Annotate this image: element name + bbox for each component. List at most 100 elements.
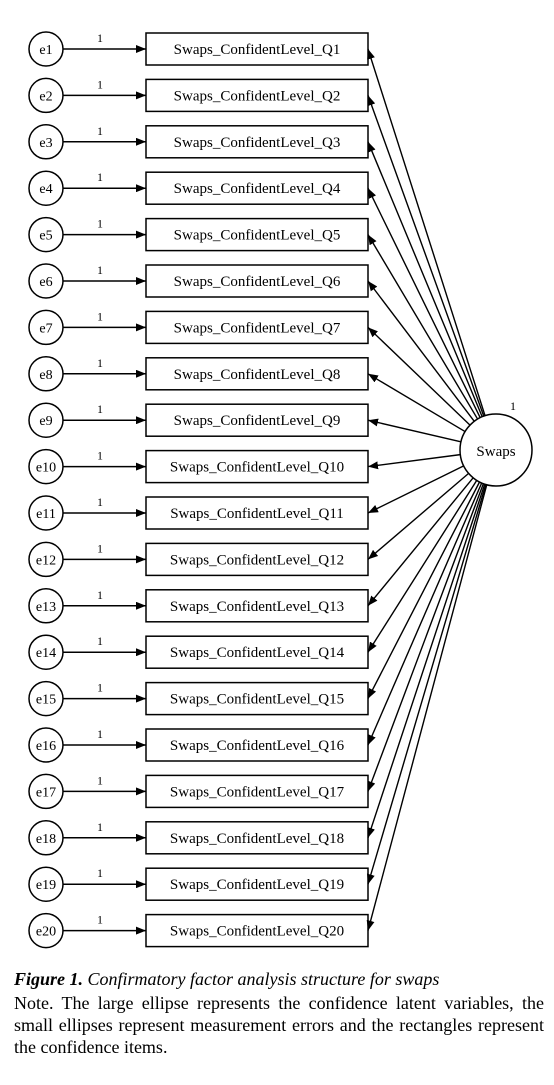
factor-loading-arrow — [367, 477, 474, 607]
item-box — [145, 78, 369, 113]
factor-loading-arrow — [367, 482, 483, 746]
error-label: e4 — [39, 182, 52, 197]
latent-variance-label: 1 — [510, 399, 516, 413]
item-label: Swaps_ConfidentLevel_Q14 — [170, 645, 345, 661]
error-path-loading: 1 — [97, 356, 103, 370]
factor-loading-arrow — [367, 418, 462, 443]
item-box — [145, 913, 369, 948]
error-path-loading: 1 — [97, 541, 103, 555]
error-path-loading: 1 — [97, 773, 103, 787]
factor-loading-arrow — [367, 280, 475, 422]
factor-loading-arrow — [367, 481, 481, 699]
item-label: Swaps_ConfidentLevel_Q13 — [170, 599, 344, 615]
item-label: Swaps_ConfidentLevel_Q4 — [174, 181, 341, 197]
item-label: Swaps_ConfidentLevel_Q11 — [170, 506, 344, 522]
item-box — [145, 496, 369, 530]
error-label: e3 — [39, 136, 52, 151]
item-box — [145, 542, 369, 577]
item-box — [145, 821, 369, 855]
error-path-loading: 1 — [97, 820, 103, 834]
latent-variable: Swaps 1 — [459, 399, 533, 487]
item-label: Swaps_ConfidentLevel_Q7 — [174, 320, 341, 336]
factor-loading-arrow — [367, 234, 479, 420]
cfa-path-diagram: e11Swaps_ConfidentLevel_Q1e21Swaps_Confi… — [28, 31, 533, 949]
error-path-loading: 1 — [97, 124, 103, 138]
error-label: e10 — [36, 461, 56, 476]
figure-caption: Figure 1. Confirmatory factor analysis s… — [14, 968, 544, 1058]
factor-loading-arrow — [367, 187, 481, 418]
factor-loading-arrow — [367, 483, 485, 792]
latent-variable-label: Swaps — [476, 444, 515, 460]
item-label: Swaps_ConfidentLevel_Q3 — [174, 135, 341, 151]
factor-loading-arrow — [367, 483, 486, 839]
error-path-loading: 1 — [97, 77, 103, 91]
error-label: e15 — [36, 693, 56, 708]
error-path-loading: 1 — [97, 263, 103, 277]
item-label: Swaps_ConfidentLevel_Q9 — [174, 413, 341, 429]
error-label: e9 — [39, 414, 52, 429]
item-box — [145, 32, 369, 66]
item-label: Swaps_ConfidentLevel_Q19 — [170, 877, 344, 893]
error-label: e17 — [36, 785, 56, 800]
item-label: Swaps_ConfidentLevel_Q8 — [174, 367, 341, 383]
factor-loading-arrow — [367, 453, 461, 470]
item-label: Swaps_ConfidentLevel_Q16 — [170, 738, 345, 754]
error-path-loading: 1 — [97, 727, 103, 741]
error-path-loading: 1 — [97, 217, 103, 231]
item-label: Swaps_ConfidentLevel_Q15 — [170, 692, 344, 708]
item-box — [145, 403, 369, 437]
figure-label: Figure 1. — [14, 969, 84, 989]
error-label: e8 — [39, 368, 52, 383]
figure-title: Confirmatory factor analysis structure f… — [87, 969, 440, 989]
figure-note: Note. The large ellipse represents the c… — [14, 993, 544, 1057]
error-path-loading: 1 — [97, 449, 103, 463]
item-label: Swaps_ConfidentLevel_Q10 — [170, 460, 344, 476]
error-label: e12 — [36, 553, 56, 568]
item-label: Swaps_ConfidentLevel_Q12 — [170, 552, 344, 568]
item-label: Swaps_ConfidentLevel_Q20 — [170, 924, 344, 940]
item-box — [145, 217, 369, 252]
factor-loading-arrow — [367, 465, 465, 514]
error-label: e14 — [36, 646, 56, 661]
item-box — [145, 125, 369, 159]
item-label: Swaps_ConfidentLevel_Q17 — [170, 784, 345, 800]
error-label: e5 — [39, 229, 52, 244]
measurement-model-rows: e11Swaps_ConfidentLevel_Q1e21Swaps_Confi… — [28, 31, 488, 949]
item-box — [145, 589, 369, 623]
factor-loading-arrow — [367, 472, 470, 560]
error-label: e2 — [39, 89, 52, 104]
factor-loading-arrow — [367, 373, 466, 433]
item-box — [145, 171, 369, 205]
factor-loading-arrow — [367, 326, 471, 426]
error-path-loading: 1 — [97, 31, 103, 45]
error-path-loading: 1 — [97, 913, 103, 927]
factor-loading-arrow — [366, 484, 488, 931]
factor-loading-arrow — [367, 48, 486, 416]
error-label: e1 — [39, 43, 52, 58]
factor-loading-arrow — [366, 484, 487, 885]
error-label: e20 — [36, 925, 56, 940]
factor-loading-arrow — [367, 141, 483, 418]
item-box — [145, 774, 369, 809]
item-label: Swaps_ConfidentLevel_Q18 — [170, 831, 344, 847]
error-path-loading: 1 — [97, 402, 103, 416]
error-label: e13 — [36, 600, 56, 615]
error-label: e6 — [39, 275, 52, 290]
error-path-loading: 1 — [97, 588, 103, 602]
